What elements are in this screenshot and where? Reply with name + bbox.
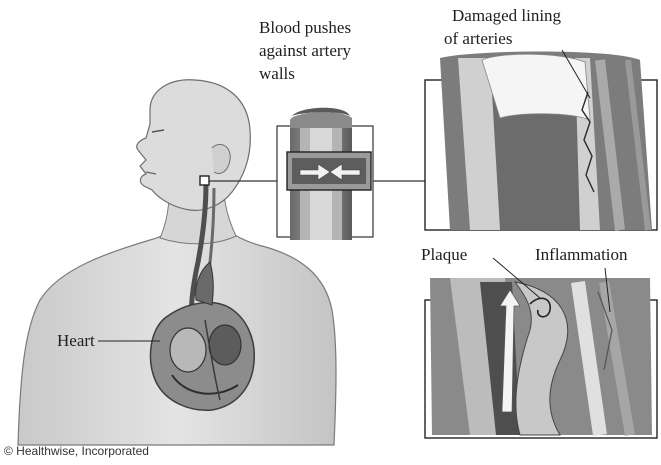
label-inflammation: Inflammation [535,245,628,264]
label-damaged-lining-2: of arteries [444,29,512,48]
label-blood-pushes-1: Blood pushes [259,18,351,37]
damaged-lining-panel [425,52,657,231]
head [137,80,251,211]
label-heart: Heart [57,331,95,350]
plaque-panel [425,278,657,438]
artery-marker [200,176,209,185]
artery-closeup [277,108,373,240]
label-plaque: Plaque [421,245,467,264]
copyright-notice: © Healthwise, Incorporated [4,444,149,458]
label-damaged-lining-1: Damaged lining [452,6,561,25]
label-blood-pushes-3: walls [259,64,295,83]
label-blood-pushes-2: against artery [259,41,351,60]
